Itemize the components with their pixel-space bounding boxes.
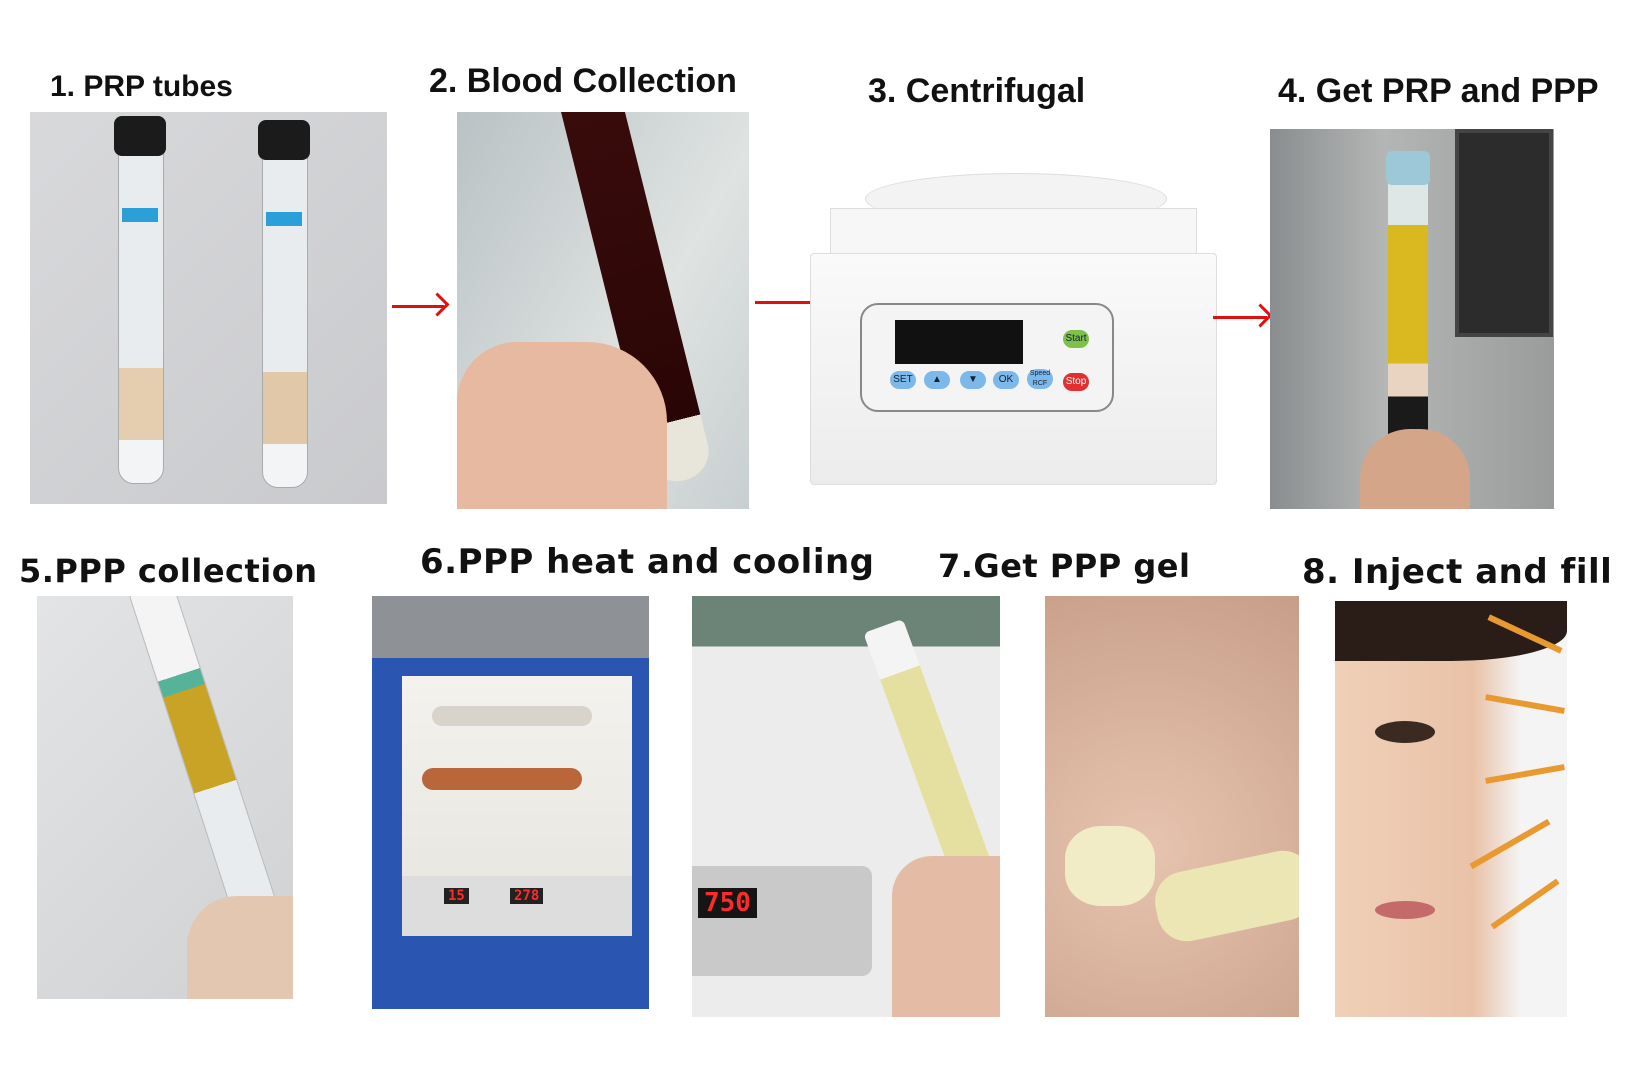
heating-block-photo: 15 278 [372,596,649,1009]
arrow-right-icon [1213,316,1267,319]
heater-display-right: 278 [510,888,544,904]
step-2-label: 2. Blood Collection [429,62,737,100]
heater-display-left: 15 [444,888,469,904]
down-button[interactable]: ▼ [960,371,986,389]
cooling-device-photo: 750 [692,596,1000,1017]
step-8-label: 8. Inject and fill [1302,552,1613,592]
centrifuge-photo: SET ▲ ▼ OK Speed RCF Start Stop [805,173,1219,486]
prp-ppp-photo [1270,129,1554,509]
speed-rcf-button[interactable]: Speed RCF [1027,369,1053,389]
up-button[interactable]: ▲ [924,371,950,389]
ppp-gel-photo [1045,596,1299,1017]
stop-button[interactable]: Stop [1063,373,1089,391]
arrow-right-icon [392,305,444,308]
step-5-label: 5.PPP collection [19,552,318,590]
blood-collection-photo [457,112,749,509]
ok-button[interactable]: OK [993,371,1019,389]
step-3-label: 3. Centrifugal [868,72,1086,110]
start-button[interactable]: Start [1063,330,1089,348]
prp-tubes-photo [30,112,387,504]
injection-face-photo [1335,601,1567,1017]
arrow-right-icon [755,301,819,304]
step-7-label: 7.Get PPP gel [938,547,1191,585]
step-1-label: 1. PRP tubes [50,70,233,103]
step-6-label: 6.PPP heat and cooling [420,542,875,582]
cooler-display: 750 [698,888,757,918]
step-4-label: 4. Get PRP and PPP [1278,72,1599,110]
ppp-collection-photo [37,596,293,999]
set-button[interactable]: SET [890,371,916,389]
